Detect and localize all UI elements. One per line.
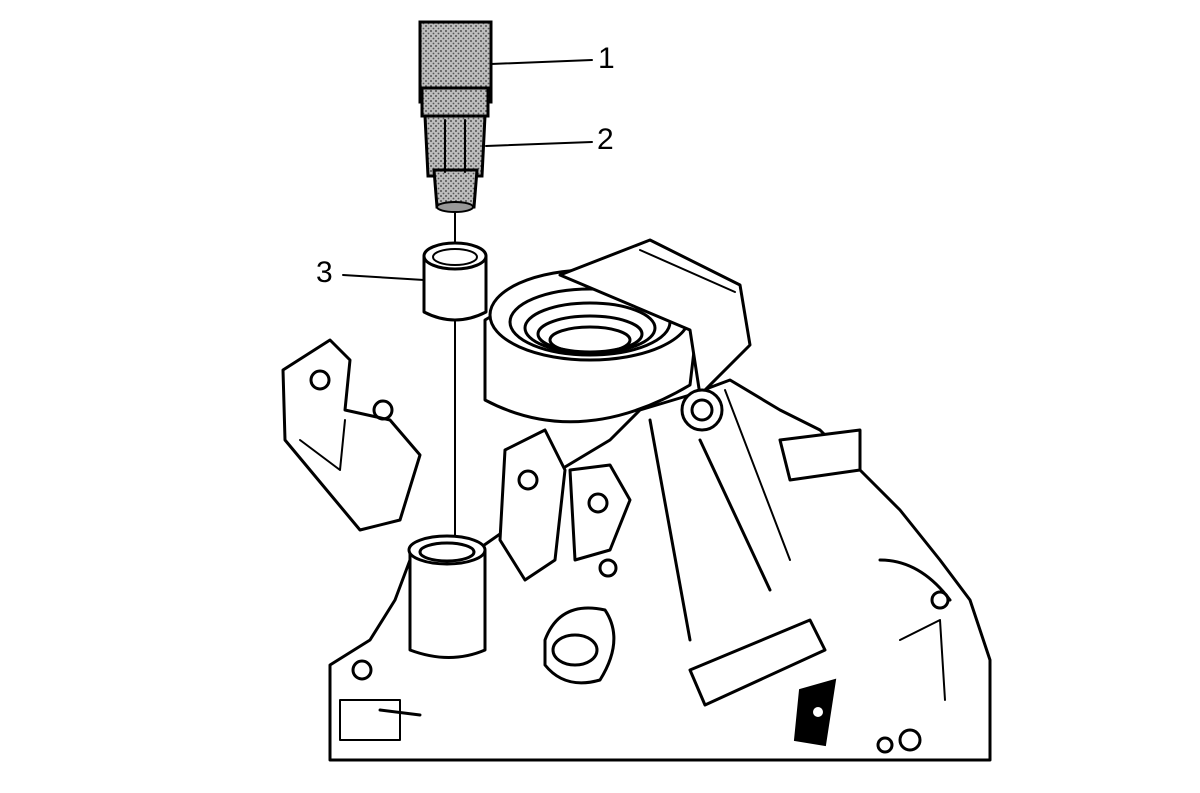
callout-2-label: 2 xyxy=(597,123,614,156)
leader-line-3 xyxy=(342,274,425,281)
callout-1-label: 1 xyxy=(598,42,615,75)
leader-line-1 xyxy=(490,59,593,65)
tool-handle xyxy=(418,20,493,118)
leader-line-2 xyxy=(485,141,593,147)
bushing xyxy=(422,241,488,322)
installer-tool xyxy=(423,114,487,213)
callout-3-label: 3 xyxy=(316,256,333,289)
knuckle-housing xyxy=(281,238,992,762)
